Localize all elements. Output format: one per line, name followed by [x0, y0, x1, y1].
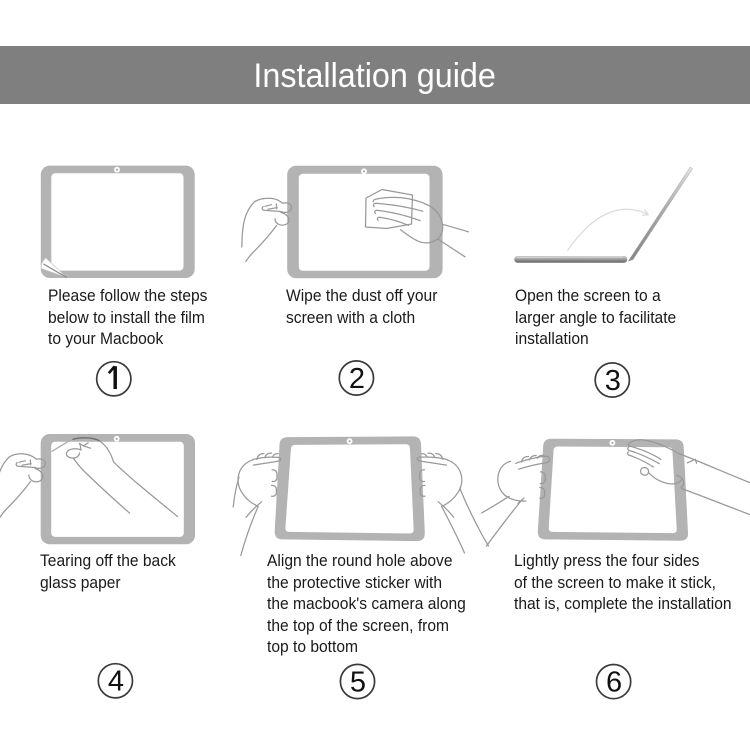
svg-text:3: 3 — [605, 365, 621, 397]
svg-text:5: 5 — [350, 666, 366, 698]
svg-text:4: 4 — [108, 666, 124, 698]
svg-text:2: 2 — [349, 363, 365, 395]
svg-text:6: 6 — [606, 667, 622, 699]
